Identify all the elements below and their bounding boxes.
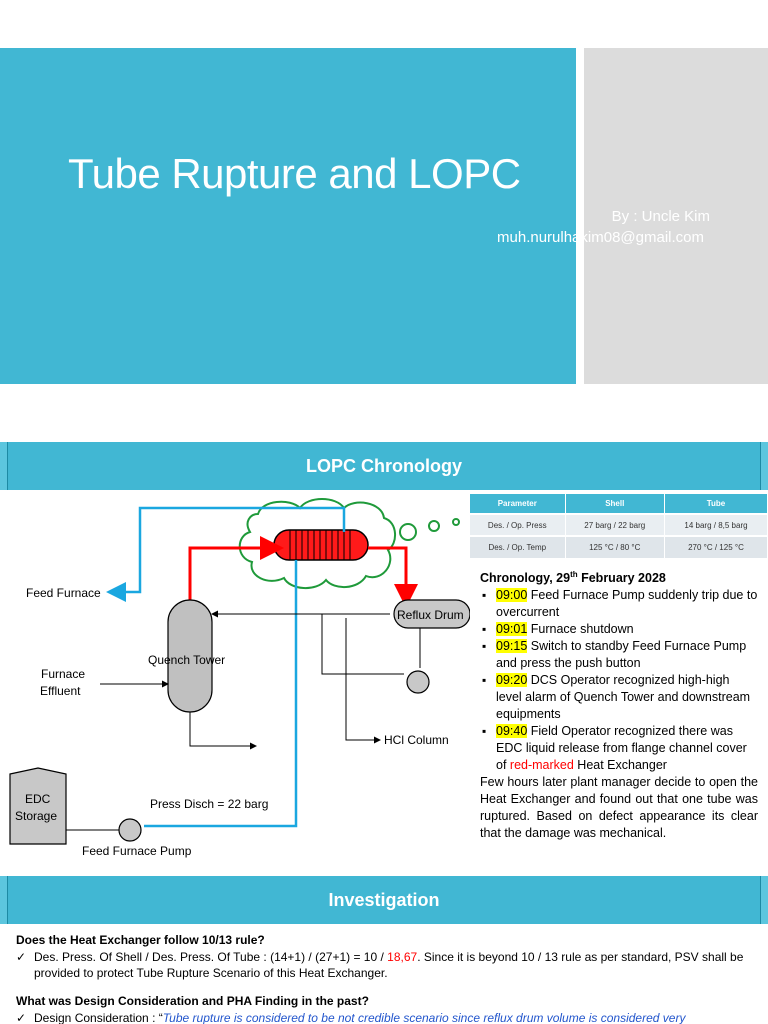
question-design-consideration: What was Design Consideration and PHA Fi… — [16, 994, 369, 1008]
table-header: Tube — [664, 494, 768, 514]
label-feed-furnace: Feed Furnace — [26, 586, 101, 600]
slide-email[interactable]: muh.nurulhakim08@gmail.com — [497, 229, 704, 246]
table-header-row: Parameter Shell Tube — [470, 494, 768, 514]
scroll-left-edge — [0, 876, 8, 924]
lopc-chronology-banner: LOPC Chronology — [0, 442, 768, 490]
event-red-marked: red-marked — [509, 758, 574, 773]
event-text: Field Operator recognized there was EDC … — [496, 724, 747, 773]
table-row: Des. / Op. Temp 125 °C / 80 °C 270 °C / … — [470, 535, 768, 558]
banner-title: LOPC Chronology — [306, 456, 462, 476]
question-10-13-rule: Does the Heat Exchanger follow 10/13 rul… — [16, 933, 265, 947]
design-quote: Tube rupture is considered to be not cre… — [162, 1011, 686, 1024]
list-item: 09:00 Feed Furnace Pump suddenly trip du… — [480, 587, 758, 621]
answer-design-consideration: ✓ Design Consideration : “Tube rupture i… — [16, 1011, 686, 1024]
hot-stream-line — [188, 536, 284, 602]
table-cell: 14 barg / 8,5 barg — [664, 513, 768, 536]
table-cell: 125 °C / 80 °C — [565, 535, 665, 558]
label-edc-storage-1: EDC — [25, 792, 51, 806]
chronology-title: Chronology, 29th February 2028 — [480, 570, 666, 586]
cloud-bubble-1 — [399, 523, 417, 541]
slide-byline: By : Uncle Kim — [611, 208, 710, 225]
list-item: 09:01 Furnace shutdown — [480, 621, 758, 638]
cold-return-line — [106, 506, 346, 602]
cold-feed-line — [144, 560, 298, 828]
event-time: 09:01 — [496, 622, 528, 637]
chronology-panel: Chronology, 29th February 2028 09:00 Fee… — [480, 566, 758, 842]
heat-exchanger-shell — [273, 529, 369, 561]
title-side-panel — [584, 48, 768, 384]
event-text: Furnace shutdown — [527, 622, 634, 637]
event-time: 09:00 — [496, 588, 528, 603]
event-text: DCS Operator recognized high-high level … — [496, 673, 751, 722]
table-cell: Des. / Op. Press — [470, 513, 566, 536]
event-time: 09:15 — [496, 639, 528, 654]
table-header: Parameter — [470, 494, 566, 514]
label-quench-tower: Quench Tower — [148, 653, 226, 667]
event-text: Feed Furnace Pump suddenly trip due to o… — [496, 588, 758, 620]
reflux-pump — [406, 670, 430, 694]
ratio-value: 18,67 — [387, 950, 418, 964]
hcl-column-line — [345, 618, 381, 744]
reflux-drum — [393, 599, 470, 629]
pump-to-drum-line — [321, 614, 404, 675]
answer-10-13-rule: ✓ Des. Press. Of Shell / Des. Press. Of … — [16, 950, 744, 980]
table-header: Shell — [565, 494, 665, 514]
checkmark-icon: ✓ — [16, 1011, 27, 1024]
checkmark-icon: ✓ — [16, 950, 27, 964]
label-furnace-effluent-1: Furnace — [41, 667, 86, 681]
event-time: 09:40 — [496, 724, 528, 739]
design-parameter-table: Parameter Shell Tube Des. / Op. Press 27… — [470, 494, 768, 558]
table-cell: Des. / Op. Temp — [470, 535, 566, 558]
banner-title: Investigation — [328, 890, 440, 910]
list-item: 09:15 Switch to standby Feed Furnace Pum… — [480, 638, 758, 672]
tower-bottom-line — [189, 712, 257, 750]
event-text: Switch to standby Feed Furnace Pump and … — [496, 639, 747, 671]
cloud-bubble-3 — [452, 518, 460, 526]
event-text-tail: Heat Exchanger — [573, 758, 667, 773]
feed-furnace-pump — [118, 818, 142, 842]
scroll-left-edge — [0, 442, 8, 490]
table-row: Des. / Op. Press 27 barg / 22 barg 14 ba… — [470, 513, 768, 536]
label-edc-storage-2: Storage — [15, 809, 58, 823]
list-item: 09:40 Field Operator recognized there wa… — [480, 723, 758, 774]
title-slide — [0, 48, 576, 384]
label-hcl-column: HCl Column — [384, 733, 449, 747]
edc-storage-tank — [9, 767, 67, 845]
event-time: 09:20 — [496, 673, 528, 688]
label-reflux-drum: Reflux Drum — [397, 608, 464, 622]
chronology-event-list: 09:00 Feed Furnace Pump suddenly trip du… — [480, 587, 758, 774]
table-cell: 27 barg / 22 barg — [565, 513, 665, 536]
label-feed-furnace-pump: Feed Furnace Pump — [82, 844, 192, 858]
scroll-right-edge — [760, 876, 768, 924]
investigation-banner: Investigation — [0, 876, 768, 924]
label-furnace-effluent-2: Effluent — [40, 684, 81, 698]
label-press-disch: Press Disch = 22 barg — [150, 797, 269, 811]
table-cell: 270 °C / 125 °C — [664, 535, 768, 558]
investigation-content: Does the Heat Exchanger follow 10/13 rul… — [16, 932, 756, 1024]
process-flow-diagram — [9, 498, 470, 845]
chronology-summary: Few hours later plant manager decide to … — [480, 775, 758, 841]
list-item: 09:20 DCS Operator recognized high-high … — [480, 672, 758, 723]
hot-stream-out-line — [368, 546, 418, 608]
scroll-right-edge — [760, 442, 768, 490]
slide-title: Tube Rupture and LOPC — [68, 150, 521, 197]
cloud-bubble-2 — [428, 520, 440, 532]
